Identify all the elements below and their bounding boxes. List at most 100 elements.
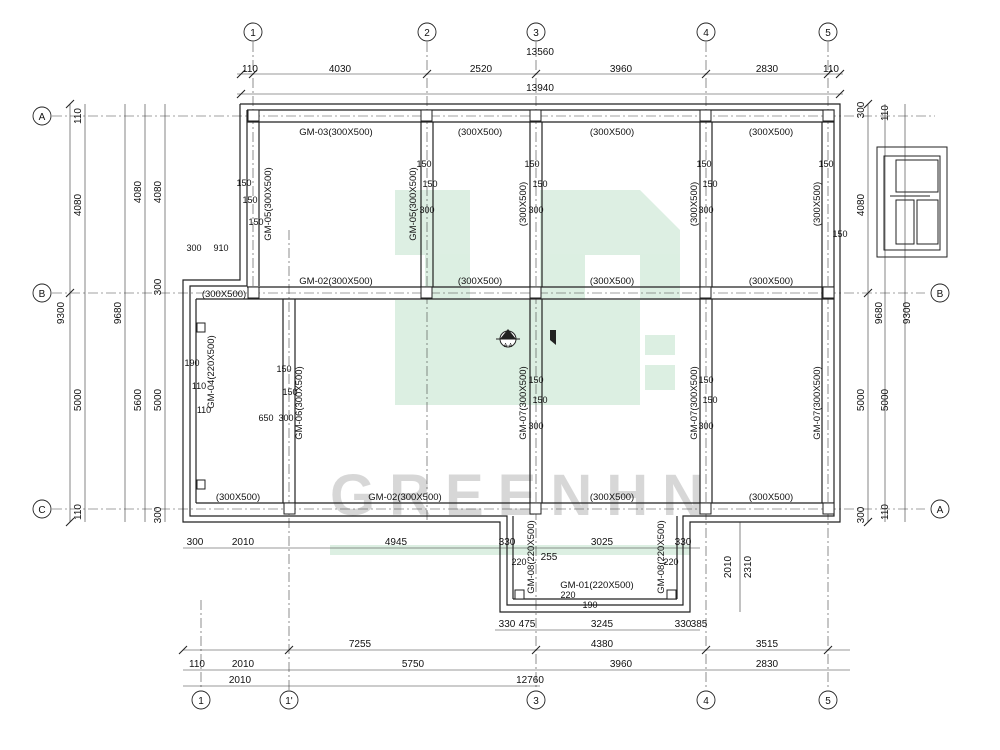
dim-190: 190 [184,358,199,368]
dim-110-a: 110 [192,381,206,391]
dim-150-i: 150 [702,179,717,189]
bubble-bottom-4: 4 [703,696,709,707]
dim-150-g: 150 [532,179,547,189]
bubble-bottom-1: 1 [198,696,204,707]
dim-bottom-r4-0: 110 [189,659,205,670]
dim-150-d: 150 [416,159,431,169]
dim-bottom-side-1: 2310 [743,555,754,578]
dim-150-e: 150 [422,179,437,189]
dim-150-f: 150 [524,159,539,169]
beam-gm08-b: GM-08(220X500) [656,520,667,593]
dim-left-ab: 4080 [73,193,84,216]
dim-150-b: 150 [242,195,257,205]
beam-gm02-top: GM-02(300X500) [299,276,372,287]
dim-right-inner-total: 9680 [874,301,885,324]
dim-right-ab: 4080 [856,193,867,216]
dim-left-inner-total: 9680 [113,301,124,324]
dim-150-k: 150 [832,229,847,239]
dim-top-edge-left: 110 [242,64,258,75]
dim-300-f: 300 [528,421,543,431]
dim-bottom-r5-1: 12760 [516,675,544,686]
dim-left-ab-inner: 4080 [133,180,144,203]
beam-gm05-b: GM-05(300X500) [408,167,419,240]
dim-bottom-r1-2: 4945 [385,537,408,548]
dim-top-edge-right: 110 [823,64,839,75]
dim-right-edge-bottom: 110 [880,504,891,520]
bubble-left-a: A [39,112,46,123]
grid-bubbles [32,22,950,710]
dim-150-o: 150 [532,395,547,405]
section-marker: A-A [496,329,556,349]
dim-300-d: 300 [186,243,201,253]
dim-left-offset-c: 300 [153,506,164,523]
beam-outlines [182,103,841,613]
dim-110-b: 110 [197,405,211,415]
dim-650: 650 [258,413,273,423]
dimension-ticks [65,69,873,655]
beam-gm05-a: GM-05(300X500) [263,167,274,240]
bubble-top-5: 5 [825,28,831,39]
section-marker-label: A-A [504,343,513,349]
dim-right-offset-bottom: 300 [856,506,867,523]
dim-150-n: 150 [528,375,543,385]
dim-right-edge-top: 110 [880,105,891,121]
dim-top-span-4: 2830 [756,64,779,75]
bubble-top-2: 2 [424,28,430,39]
dim-300-a: 300 [419,205,434,215]
dim-bottom-r2-0: 330 [499,619,516,630]
beam-gm04: GM-04(220X500) [206,335,217,408]
dim-right-offset-top: 300 [856,101,867,118]
bubble-right-a: A [937,505,944,516]
beam-gm06: GM-06(300X500) [294,366,305,439]
dim-bottom-side-0: 2010 [723,555,734,578]
beam-size-b-2: (300X500) [458,276,502,287]
dim-bottom-r1-1: 2010 [232,537,255,548]
dim-910: 910 [213,243,228,253]
watermark-text: GREENHN [330,463,718,528]
key-plan-inset [876,146,948,258]
bubble-top-1: 1 [250,28,256,39]
dim-left-edge-bottom: 110 [73,504,84,520]
beam-size-a-4: (300X500) [749,127,793,138]
dim-150-h: 150 [696,159,711,169]
dim-bottom-r4-2: 5750 [402,659,425,670]
dim-left-bc: 5000 [73,388,84,411]
beam-gm07-c: GM-07(300X500) [812,366,823,439]
bubble-bottom-1prime: 1' [285,696,293,707]
beam-size-a-2: (300X500) [458,127,502,138]
dim-150-l: 150 [276,364,291,374]
dimension-lines [69,73,906,687]
bubble-top-4: 4 [703,28,709,39]
beam-gm03: GM-03(300X500) [299,127,372,138]
beam-size-b-left: (300X500) [202,289,246,300]
dim-150-m: 150 [282,387,297,397]
dim-left-offset-b: 300 [153,278,164,295]
greenhn-watermark-logo: GREENHN [330,190,718,555]
beam-gm02-bottom: GM-02(300X500) [368,492,441,503]
beam-size-v-3: (300X500) [518,182,529,226]
dim-bottom-r2-3: 330 [675,619,692,630]
dim-bottom-r4-1: 2010 [232,659,255,670]
dim-150-c: 150 [248,217,263,227]
dim-left-bc-short: 5000 [153,388,164,411]
dim-bottom-r5-0: 2010 [229,675,252,686]
dim-150-q: 150 [702,395,717,405]
dim-right-bc-outer: 5000 [880,388,891,411]
beam-size-v-5: (300X500) [812,182,823,226]
beam-gm01: GM-01(220X500) [560,580,633,591]
dim-top-span-2: 2520 [470,64,493,75]
dim-bottom-r1-5: 3025 [591,537,614,548]
dim-right-bc: 5000 [856,388,867,411]
dim-bottom-r4-3: 3960 [610,659,633,670]
bubble-bottom-5: 5 [825,696,831,707]
dim-left-ab-short: 4080 [153,180,164,203]
dim-220-c: 220 [560,590,575,600]
dim-bottom-r3-0: 7255 [349,639,372,650]
dim-bottom-r1-0: 300 [187,537,204,548]
dim-300-e: 300 [278,413,293,423]
dim-left-edge-top: 110 [73,108,84,124]
dim-300-b: 300 [528,205,543,215]
dim-bottom-r1-6: 330 [675,537,692,548]
dim-bottom-r2-2: 3245 [591,619,614,630]
